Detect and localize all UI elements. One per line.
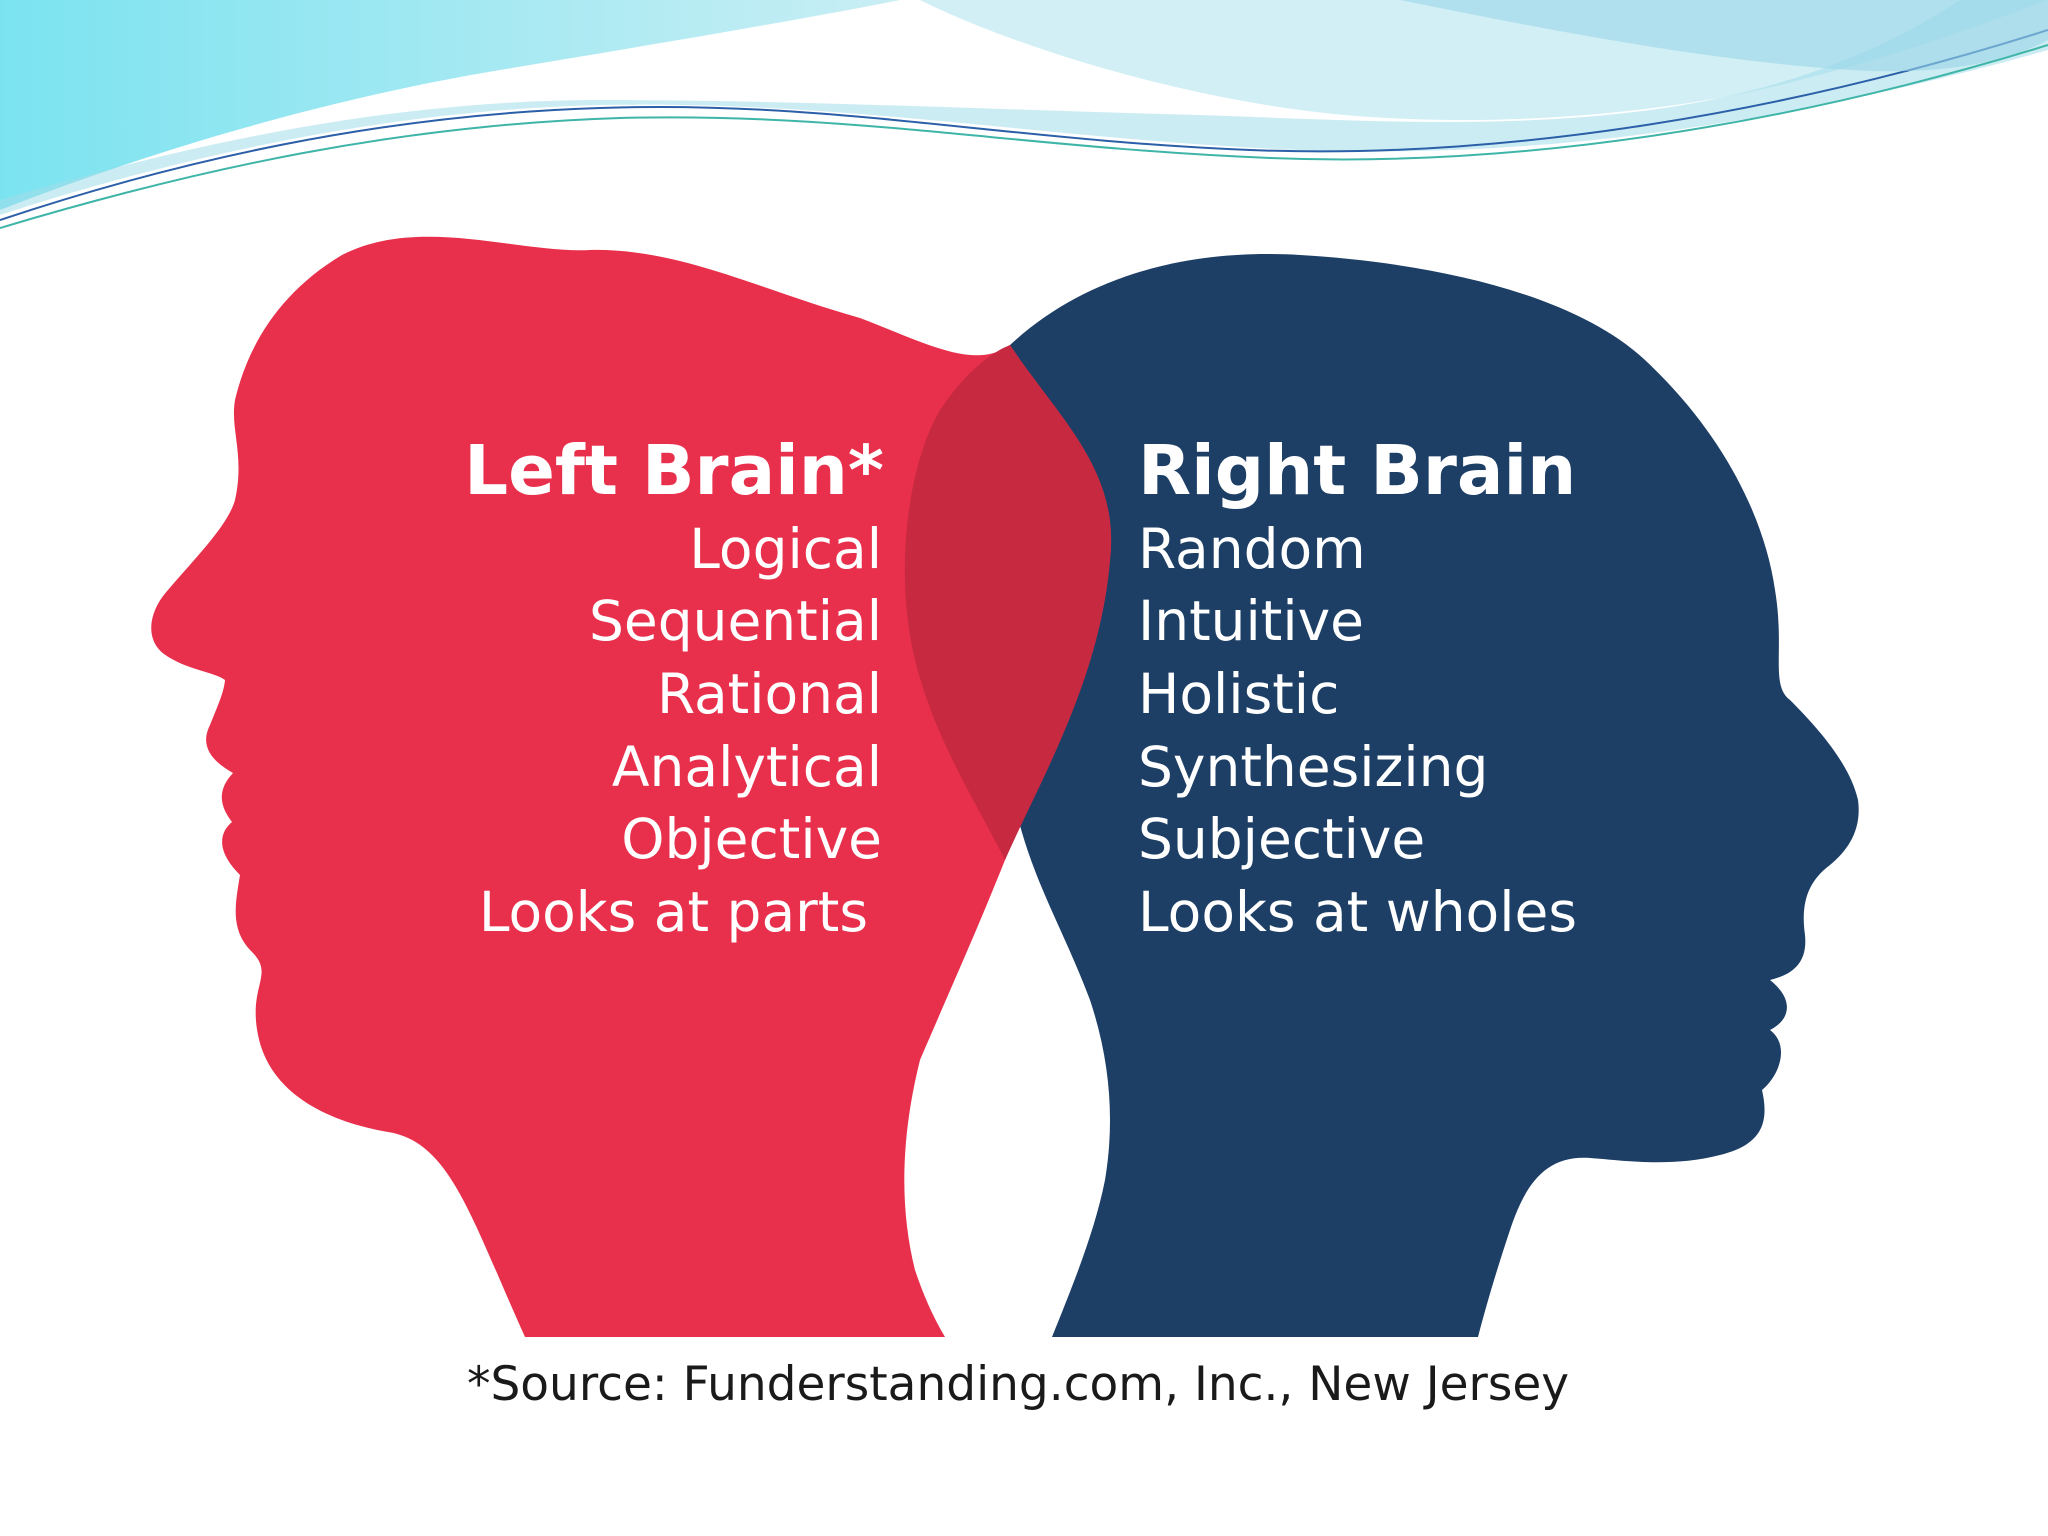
left-item-3: Rational xyxy=(657,662,882,726)
right-head-silhouette xyxy=(998,254,1859,1337)
right-item-6: Looks at wholes xyxy=(1138,880,1577,944)
left-item-4: Analytical xyxy=(612,735,882,799)
right-brain-text: Right Brain Random Intuitive Holistic Sy… xyxy=(1138,431,1577,944)
right-brain-title: Right Brain xyxy=(1138,431,1576,511)
left-item-1: Logical xyxy=(689,517,882,581)
right-item-4: Synthesizing xyxy=(1138,735,1488,799)
right-item-1: Random xyxy=(1138,517,1366,581)
left-item-5: Objective xyxy=(621,807,882,871)
left-head-silhouette xyxy=(151,236,1112,1337)
right-item-5: Subjective xyxy=(1138,807,1425,871)
left-brain-text: Left Brain* Logical Sequential Rational … xyxy=(464,431,884,944)
top-wave-decoration xyxy=(0,0,2048,229)
right-item-3: Holistic xyxy=(1138,662,1339,726)
overlap-region xyxy=(904,345,1112,860)
left-item-2: Sequential xyxy=(589,589,882,653)
right-item-2: Intuitive xyxy=(1138,589,1364,653)
left-item-6: Looks at parts xyxy=(479,880,868,944)
left-brain-title: Left Brain* xyxy=(464,431,884,511)
source-caption: *Source: Funderstanding.com, Inc., New J… xyxy=(467,1357,1569,1412)
